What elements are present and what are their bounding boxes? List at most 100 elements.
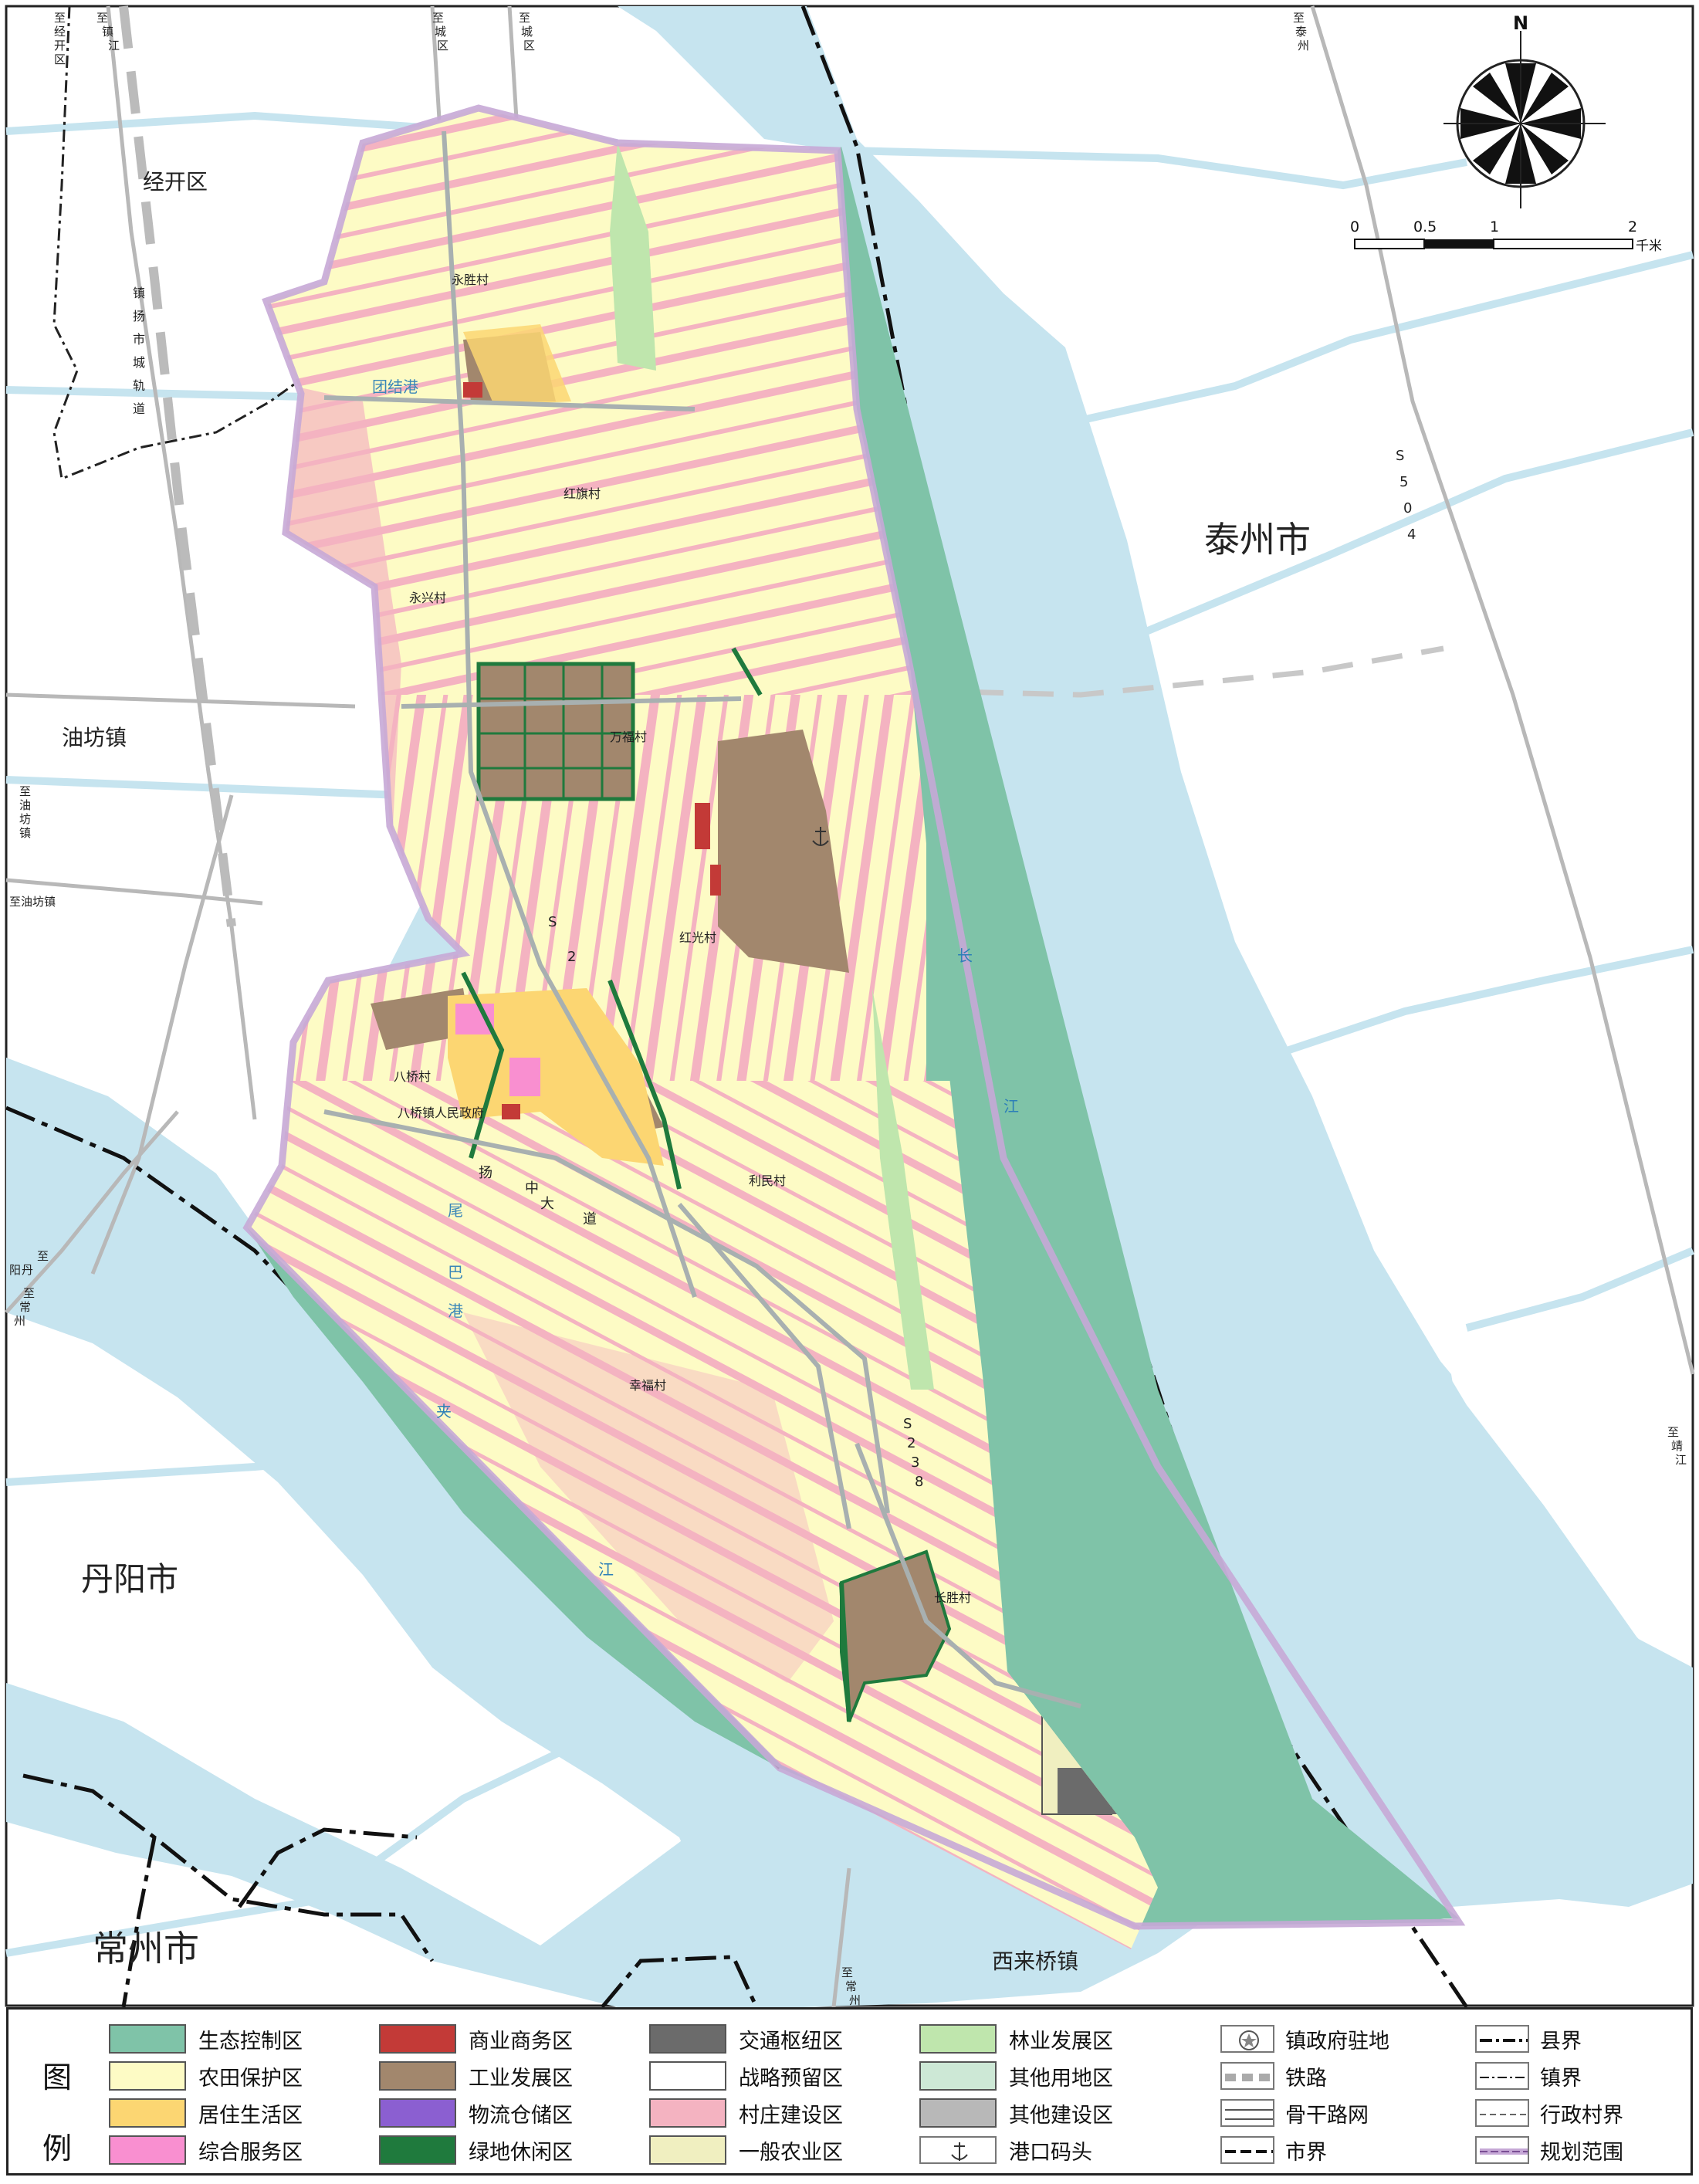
legend-swatch (919, 2024, 997, 2054)
eco-control-zone-east (838, 147, 1459, 1922)
road-s238-2: 2 (907, 1435, 915, 1451)
legend-label: 村庄建设区 (739, 2103, 843, 2128)
town-boundary-west (52, 5, 325, 481)
place-changzhou: 常州市 (93, 1928, 199, 1969)
city-boundary-icon (1220, 2136, 1274, 2164)
dir-changzhou-s-3: 州 (849, 1993, 861, 2007)
land-use-map: N 0 0.5 1 2 千米 泰州市 丹阳市 常州市 西来桥镇 油坊镇 经开区 … (5, 5, 1695, 2007)
road-rail-4: 城 (133, 355, 145, 370)
scale-tick-3: 2 (1628, 218, 1637, 235)
dir-chengqu2-1: 至 (519, 11, 530, 25)
road-s238-3: 3 (911, 1454, 919, 1471)
anchor-icon (812, 827, 829, 846)
village-baqiao: 八桥村 (394, 1069, 431, 1084)
external-roads (5, 5, 1695, 2007)
road-weiba-2: 巴 (448, 1263, 463, 1282)
scale-unit: 千米 (1636, 239, 1662, 254)
road-s504-4: 4 (1407, 527, 1416, 543)
legend-label: 骨干路网 (1285, 2103, 1369, 2128)
legend-item-zone: 农田保护区 (109, 2060, 303, 2091)
legend-item-zone: 工业发展区 (379, 2060, 573, 2091)
legend-item-symbol: 镇政府驻地 (1220, 2023, 1389, 2054)
dir-chengqu1-1: 至 (432, 11, 444, 25)
village-gov: 八桥镇人民政府 (398, 1106, 484, 1120)
legend-swatch (919, 2098, 997, 2128)
forestry-strip (610, 143, 656, 371)
place-danyang: 丹阳市 (81, 1560, 178, 1598)
road-s238-1: S (903, 1416, 912, 1432)
scale-bar: 0 0.5 1 2 千米 (1350, 218, 1662, 254)
legend-label: 综合服务区 (198, 2140, 303, 2165)
legend-label: 县界 (1540, 2029, 1582, 2054)
legend-item-zone: 综合服务区 (109, 2135, 303, 2165)
legend-label: 工业发展区 (469, 2066, 573, 2091)
industrial-block-north (476, 662, 635, 801)
commercial-zone-c (502, 1104, 520, 1119)
river-jiang: 江 (1003, 1097, 1019, 1116)
village-belt-south (463, 1312, 834, 1683)
legend-item-zone: 物流仓储区 (379, 2098, 573, 2128)
dir-youfang2: 至油坊镇 (9, 895, 56, 909)
legend-label: 其他建设区 (1009, 2103, 1113, 2128)
legend-item-symbol: 市界 (1220, 2135, 1327, 2165)
dir-changzhou-s-1: 至 (841, 1966, 853, 1979)
dir-taizhou-3: 州 (1298, 39, 1309, 52)
legend-label: 行政村界 (1540, 2103, 1623, 2128)
dir-changzhou-w-3: 州 (14, 1314, 25, 1328)
legend-swatch (379, 2135, 456, 2165)
dir-taizhou-1: 至 (1293, 11, 1305, 25)
road-s504-2: 5 (1399, 474, 1408, 490)
legend-label: 林业发展区 (1009, 2029, 1113, 2054)
dir-changzhou-w-1: 至 (23, 1286, 35, 1300)
legend-item-zone: 商业商务区 (379, 2023, 573, 2054)
town-boundary-icon (1475, 2062, 1529, 2090)
legend-swatch (379, 2098, 456, 2128)
road-rail-3: 市 (133, 332, 145, 347)
road-yangzhong-2: 中 (525, 1180, 539, 1197)
north-arrow: N (1443, 12, 1606, 208)
dir-danyang-3: 阳 (9, 1263, 21, 1277)
road-rail-6: 道 (133, 401, 145, 416)
village-xingfu: 幸福村 (629, 1378, 666, 1393)
dir-taizhou-2: 泰 (1295, 25, 1307, 39)
scale-tick-0: 0 (1350, 218, 1359, 235)
industrial-zone-port (718, 730, 849, 973)
legend-label: 镇政府驻地 (1285, 2029, 1389, 2054)
road-rail-2: 扬 (133, 309, 145, 323)
road-tuanjie: 团结港 (372, 378, 418, 396)
road-weiba-3: 港 (448, 1302, 463, 1320)
jiajiang-channel (6, 1058, 834, 2007)
legend-swatch (109, 2061, 186, 2091)
east-inlet-2 (1482, 1644, 1606, 1822)
road-s2-a: S (548, 914, 557, 930)
legend-item-symbol: 铁路 (1220, 2060, 1327, 2091)
village-hongqi: 红旗村 (564, 486, 601, 501)
industrial-grid (479, 664, 633, 799)
legend-label: 一般农业区 (739, 2140, 843, 2165)
east-inlet (1312, 1328, 1693, 1745)
dir-chengqu1-3: 区 (437, 39, 448, 52)
legend-item-zone: 村庄建设区 (649, 2098, 843, 2128)
residential-zone-center (448, 988, 664, 1166)
legend-item-symbol: 规划范围 (1475, 2135, 1623, 2165)
legend-item-symbol: 县界 (1475, 2023, 1582, 2054)
legend-label: 居住生活区 (198, 2103, 303, 2128)
residential-zone-north (463, 324, 571, 405)
legend-item-zone: 其他用地区 (919, 2060, 1113, 2091)
dir-jingjiang-2: 靖 (1671, 1439, 1683, 1453)
legend-label: 铁路 (1285, 2066, 1327, 2091)
legend-label: 农田保护区 (198, 2066, 303, 2091)
dir-zhenjiang-2: 镇 (102, 25, 113, 39)
commercial-zone-b (710, 865, 721, 896)
road-s504-1: S (1396, 448, 1404, 464)
north-label: N (1513, 12, 1528, 34)
green-leisure-lines (461, 647, 851, 1722)
dir-jingjiang-3: 江 (1675, 1453, 1687, 1467)
legend-label: 战略预留区 (739, 2066, 843, 2091)
dir-chengqu2-2: 城 (521, 25, 533, 39)
service-zone-b (509, 1058, 540, 1096)
legend-label: 镇界 (1540, 2066, 1582, 2091)
road-weiba-1: 尾 (448, 1201, 463, 1220)
dir-youfang1-3: 坊 (19, 812, 31, 826)
legend-label: 物流仓储区 (469, 2103, 573, 2128)
